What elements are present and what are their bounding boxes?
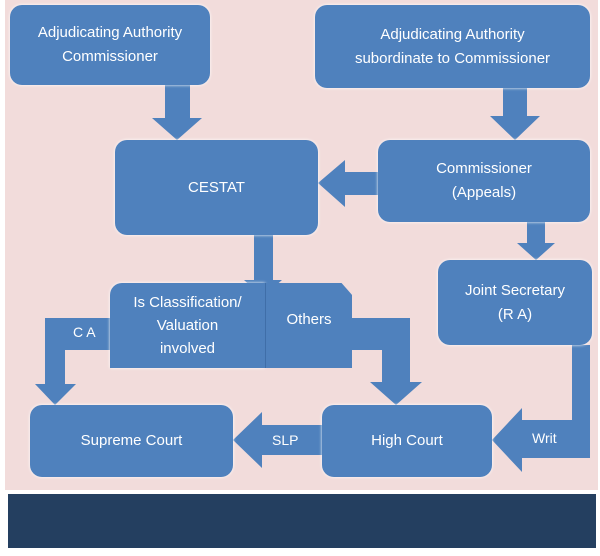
arrow-adj-to-cestat bbox=[152, 85, 202, 140]
footer-bar bbox=[8, 494, 596, 548]
node-cestat: CESTAT bbox=[115, 140, 318, 235]
arrow-high-to-supreme bbox=[233, 412, 322, 468]
node-adjudicating-subordinate: Adjudicating Authority subordinate to Co… bbox=[315, 5, 590, 88]
node-others: Others bbox=[265, 283, 352, 368]
edge-label-slp: SLP bbox=[272, 432, 299, 448]
arrow-commissioner-to-js bbox=[517, 222, 555, 260]
arrow-cestat-to-classification bbox=[244, 235, 282, 297]
node-classification: Is Classification/ Valuation involved bbox=[110, 283, 265, 368]
node-supreme-court: Supreme Court bbox=[30, 405, 233, 477]
arrow-commissioner-to-cestat bbox=[318, 160, 378, 207]
arrow-ca-to-supreme bbox=[35, 318, 110, 405]
node-joint-secretary: Joint Secretary (R A) bbox=[438, 260, 592, 345]
edge-label-ca: C A bbox=[73, 324, 96, 340]
edge-label-writ: Writ bbox=[532, 430, 557, 446]
node-commissioner-appeals: Commissioner (Appeals) bbox=[378, 140, 590, 222]
node-high-court: High Court bbox=[322, 405, 492, 477]
arrow-subordinate-to-commissioner bbox=[490, 88, 540, 140]
node-adjudicating-commissioner: Adjudicating Authority Commissioner bbox=[10, 5, 210, 85]
arrow-js-to-high bbox=[492, 345, 590, 472]
arrow-others-to-high bbox=[352, 318, 422, 405]
